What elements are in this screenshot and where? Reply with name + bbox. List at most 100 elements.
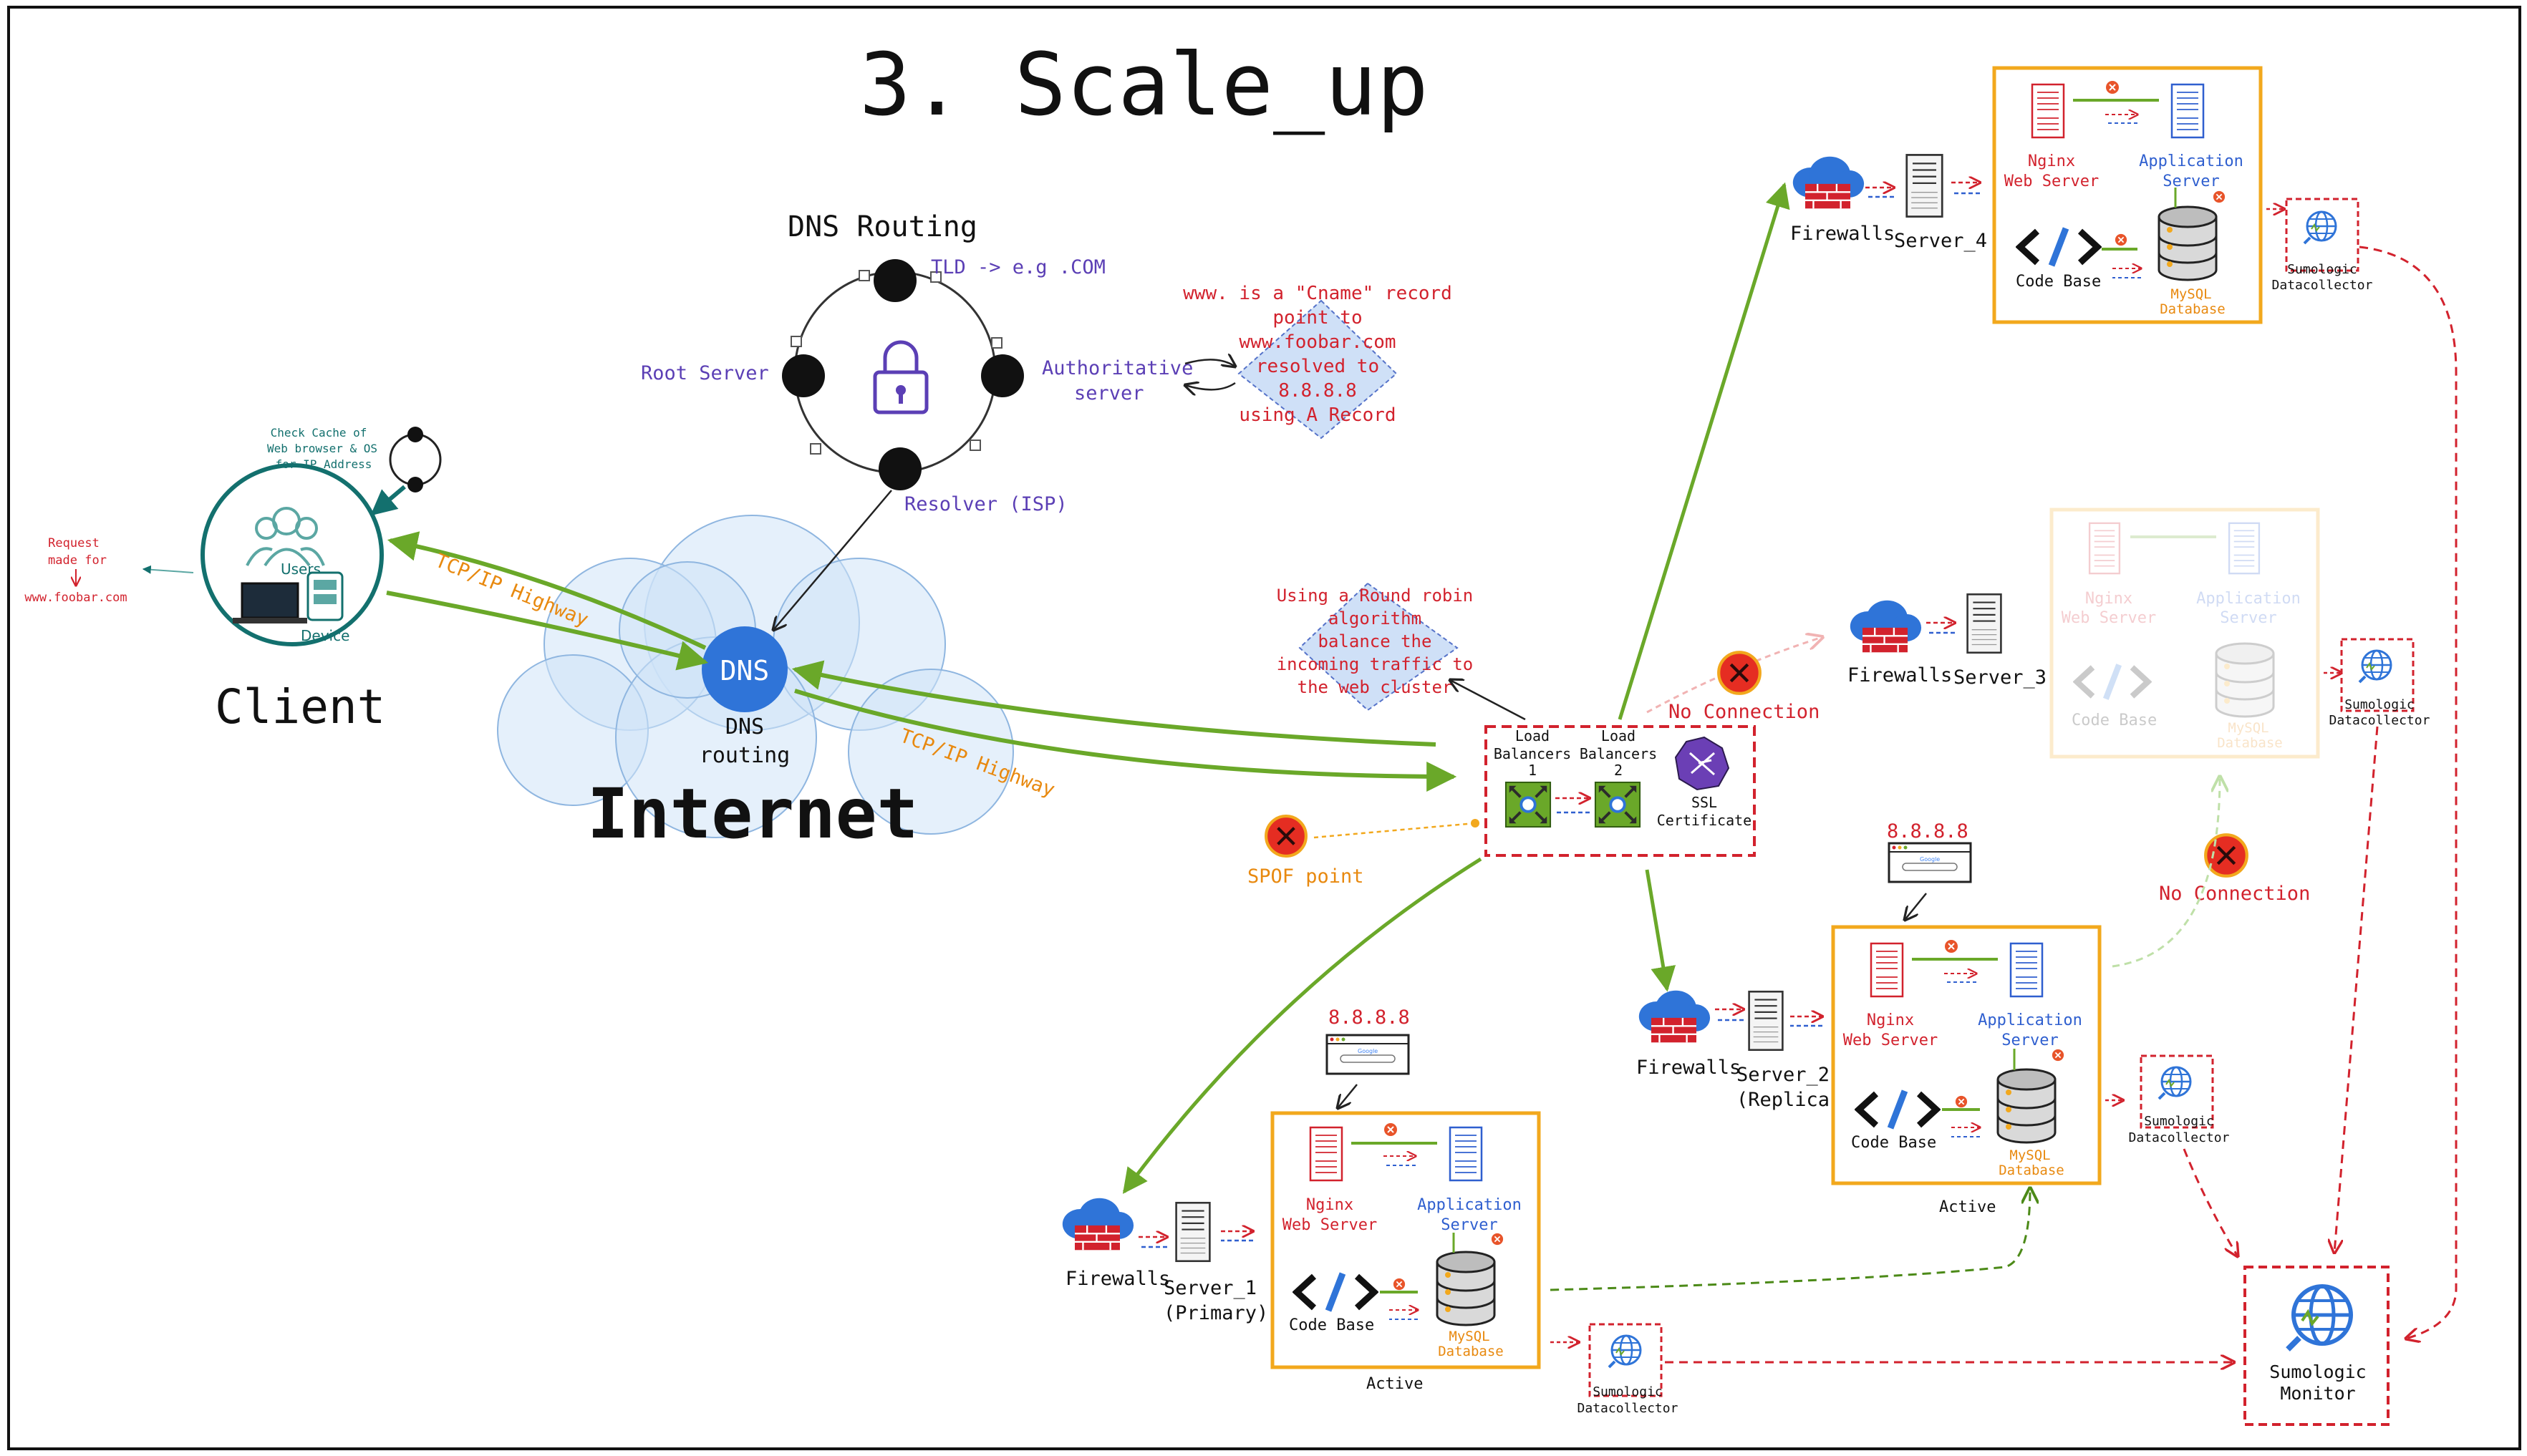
cache-arrow [370,485,406,516]
lock-icon [873,340,929,414]
svg-text:Server: Server [2163,173,2219,190]
lb2-label: Load Balancers 2 [1580,727,1657,779]
lb-to-fw4-arrow [1618,182,1790,720]
dns-ring-nodes [782,259,1024,490]
spof-x-icon [1266,816,1306,856]
auth-to-note-arrow [1184,359,1235,367]
mysql-2-icon [1996,1068,2057,1144]
svg-text:Database: Database [1438,1344,1504,1359]
dc2-to-monitor-arrow [2183,1148,2238,1256]
no-connection-lower-label: No Connection [2159,883,2310,905]
sumologic-monitor-label-1: Sumologic [2269,1362,2366,1382]
svg-text:Server: Server [2220,609,2276,627]
lb-to-fw2-arrow [1645,869,1676,992]
code-base-4-label: Code Base [2016,273,2101,291]
app-server-4-label: Application Server [2139,152,2243,190]
load-balancer-2-icon [1593,780,1642,829]
svg-text:Nginx: Nginx [1306,1196,1353,1214]
datacollector-3-label: Sumologic Datacollector [2329,697,2430,728]
svg-text:resolved to: resolved to [1256,356,1379,377]
cname-note: www. is a "Cname" record point to www.fo… [1183,283,1452,426]
svg-text:Nginx: Nginx [1867,1011,1914,1029]
code-base-2-label: Code Base [1851,1134,1936,1152]
svg-text:Check Cache of: Check Cache of [271,426,367,440]
svg-text:MySQL: MySQL [2170,286,2211,302]
tld-label: TLD -> e.g .COM [931,256,1106,278]
svg-text:using A Record: using A Record [1239,404,1396,426]
firewall-4-label: Firewalls [1790,223,1895,245]
svg-text:Database: Database [2217,735,2283,751]
firewall-2-icon [1638,989,1711,1044]
svg-text:2: 2 [1614,762,1623,779]
server-2-label-2: (Replica) [1736,1089,1841,1111]
svg-text:Datacollector: Datacollector [2329,713,2430,728]
mysql-1-icon [1436,1251,1496,1326]
lb-to-note-arrow [1450,680,1526,721]
active-1-label: Active [1366,1375,1423,1393]
lb1-label: Load Balancers 1 [1494,727,1571,779]
ssl-certificate-icon [1674,736,1730,791]
svg-text:MySQL: MySQL [2009,1147,2050,1163]
svg-text:Balancers: Balancers [1580,745,1657,762]
device-label: Device [301,627,349,644]
svg-text:Web Server: Web Server [1282,1216,1377,1234]
x-icon-4c [2213,190,2226,203]
app-server-2-label: Application Server [1978,1011,2082,1049]
svg-text:Datacollector: Datacollector [2272,278,2373,293]
nginx-2-icon [1870,942,1904,998]
client-label: Client [215,679,385,734]
x-icon-1b [1393,1278,1406,1291]
ssl-label-2: Certificate [1657,812,1751,829]
svg-text:Sumologic: Sumologic [2287,262,2357,277]
server-2-label-1: Server_2 [1736,1064,1830,1086]
dc4-to-monitor-arrow [2359,246,2458,1339]
svg-text:point to: point to [1272,307,1362,329]
svg-text:www. is a "Cname" record: www. is a "Cname" record [1183,283,1452,304]
x-icon-2c [2052,1049,2064,1062]
svg-text:Load: Load [1601,727,1635,744]
client-to-dns-arrow [386,591,709,671]
server-1-icon [1175,1201,1211,1263]
spof-dot [1471,819,1479,828]
svg-text:Web browser & OS: Web browser & OS [267,442,377,455]
no-connection-upper-x-icon [1719,652,1760,694]
page-title: 3. Scale_up [859,36,1429,135]
active-2-label: Active [1939,1198,1996,1216]
refresh-cycle-icon [389,427,442,492]
server-3-label: Server_3 [1953,666,2047,689]
spof-line [1313,822,1476,839]
svg-text:algorithm: algorithm [1328,608,1421,628]
server-1-label-1: Server_1 [1164,1277,1257,1299]
svg-text:Sumologic: Sumologic [2344,697,2415,712]
datacollector-2-label: Sumologic Datacollector [2129,1114,2230,1145]
svg-text:Datacollector: Datacollector [2129,1130,2230,1145]
svg-text:Code Base: Code Base [2072,712,2157,729]
dns-routing-label-2: routing [700,743,790,768]
svg-text:Request: Request [48,536,100,550]
nginx-4-label: Nginx Web Server [2004,152,2099,190]
svg-text:Using a Round robin: Using a Round robin [1277,586,1474,606]
svg-text:www.foobar.com: www.foobar.com [1239,331,1396,353]
lb-to-fw3-arrow [1646,637,1822,714]
svg-text:Sumologic: Sumologic [1593,1384,1663,1399]
lb-to-fw1-arrow [1122,857,1482,1194]
app-server-1-icon [1449,1126,1483,1182]
firewall-3-icon [1849,599,1923,654]
svg-text:Web Server: Web Server [2062,609,2156,627]
ip-2-label: 8.8.8.8 [1887,820,1968,843]
ip-1-label: 8.8.8.8 [1328,1006,1410,1029]
svg-text:Datacollector: Datacollector [1577,1401,1678,1416]
client-request-arrow [142,565,194,574]
root-server-label: Root Server [641,362,769,384]
dns-badge [702,626,788,712]
round-robin-diamond [1298,582,1459,712]
no-connection-upper-label: No Connection [1668,701,1820,723]
laptop-icon [233,582,307,623]
server-2-icon [1748,990,1784,1052]
firewall-1-icon [1061,1197,1135,1251]
svg-text:Sumologic: Sumologic [2144,1114,2214,1129]
svg-text:Web Server: Web Server [1843,1032,1938,1049]
dc3-to-monitor-arrow [2334,726,2379,1253]
mysql-4-icon [2158,205,2218,281]
svg-text:Server: Server [1441,1216,1497,1234]
